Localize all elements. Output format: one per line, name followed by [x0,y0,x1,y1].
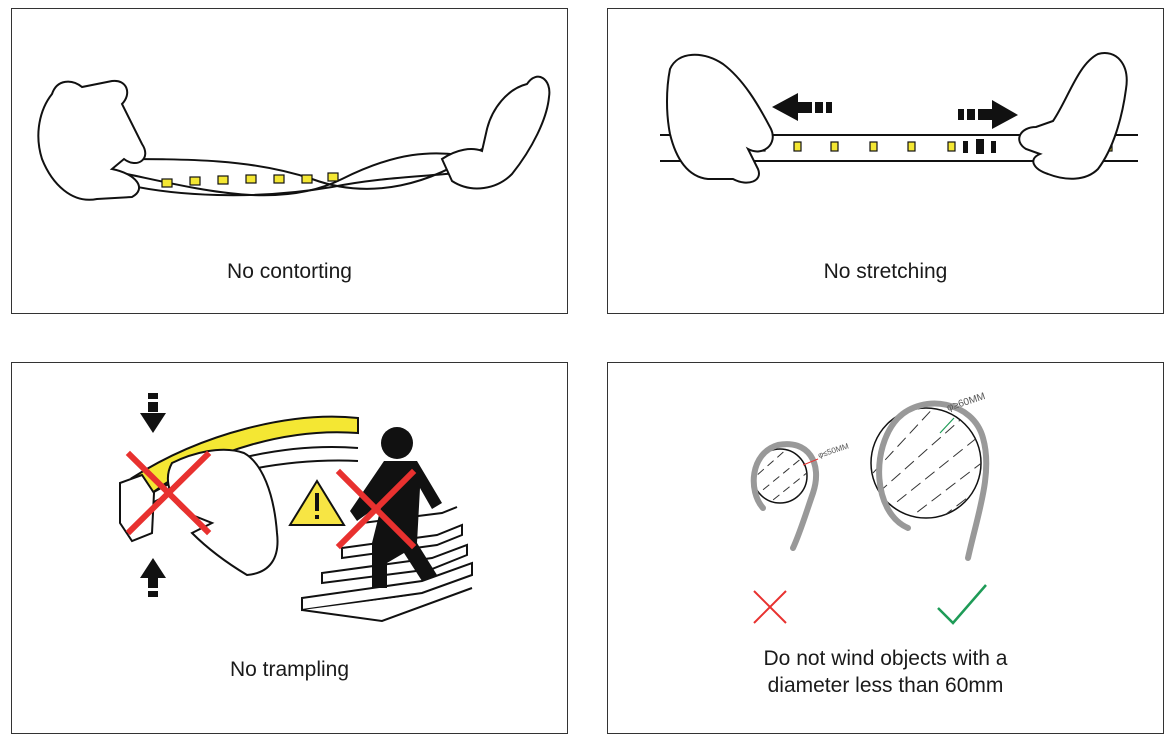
hand-icon [666,53,774,184]
cross-icon [125,450,212,536]
arrow-up-icon [140,558,166,597]
caption-no-trampling: No trampling [229,658,350,681]
person-icon [350,427,442,588]
arrow-down-icon [140,393,166,433]
contorting-illustration [37,75,551,201]
neon-strip [119,415,359,543]
stretching-illustration [660,52,1138,184]
check-icon [937,584,987,625]
hand-icon [37,79,147,201]
panel-no-stretching: No stretching [607,8,1164,314]
led-chips [161,172,339,188]
arrow-right-icon [958,100,1018,129]
caption-line-2: diameter less than 60mm [767,674,1004,697]
panel-no-contorting: No contorting [11,8,568,314]
small-diameter-label: φ≤50MM [817,441,850,459]
winding-illustration: φ≤50MM φ≥60MM [750,391,990,625]
cross-icon [335,468,417,550]
hand-icon [440,75,551,190]
panel-no-trampling: No trampling [11,362,568,734]
large-strip [876,400,990,561]
caption-no-stretching: No stretching [823,260,948,283]
caption-winding: Do not wind objects with a diameter less… [608,645,1163,699]
trampling-illustration [119,393,473,623]
cross-icon [753,590,787,624]
arrow-left-icon [772,93,832,121]
hand-icon [1018,52,1128,180]
caption-no-contorting: No contorting [227,260,352,283]
small-strip [750,441,820,551]
warning-icon [288,479,346,526]
small-object [752,448,808,504]
panel-winding-diameter: φ≤50MM φ≥60MM Do not wind objects with a… [607,362,1164,734]
large-pointer [939,417,955,434]
large-object [870,407,982,519]
small-pointer [802,458,819,466]
twisted-strip [101,148,485,197]
caption-line-1: Do not wind objects with a [763,647,1008,670]
